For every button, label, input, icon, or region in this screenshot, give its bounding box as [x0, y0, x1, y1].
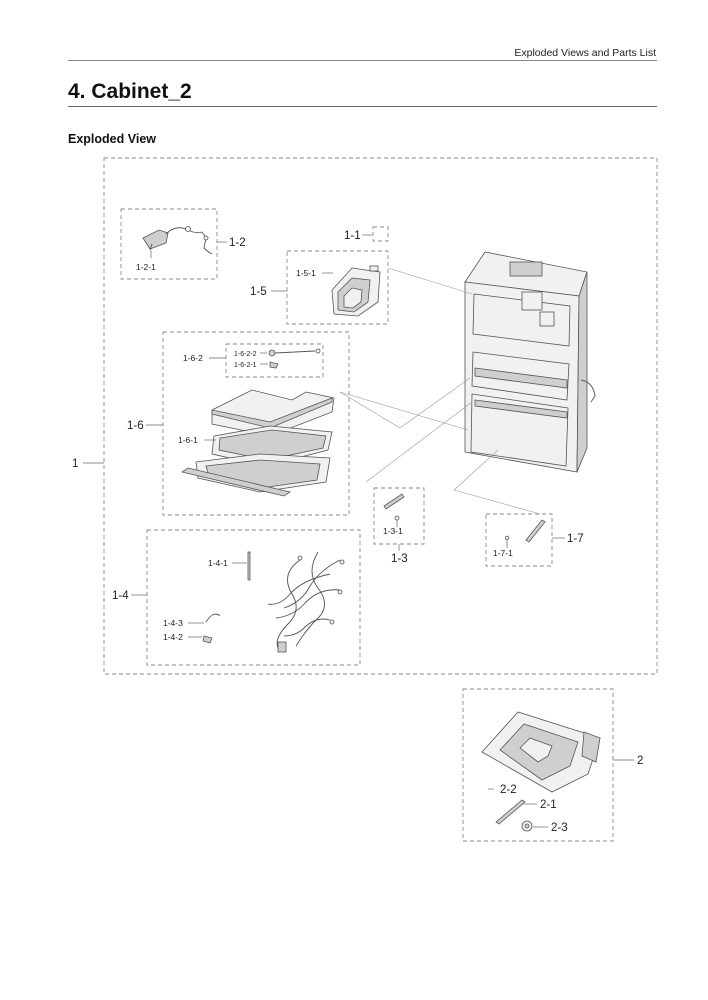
label-1-1: 1-1 — [344, 230, 361, 242]
assembly-2-box — [462, 688, 614, 842]
part-2-drawing — [481, 711, 601, 832]
label-1-5-1: 1-5-1 — [296, 268, 316, 278]
label-1: 1 — [72, 458, 78, 470]
label-1-2: 1-2 — [229, 237, 246, 249]
group-1-6-2-box — [225, 343, 324, 378]
title-divider — [68, 106, 657, 107]
assembly-1-box — [103, 157, 658, 675]
label-2: 2 — [637, 755, 643, 767]
group-1-7-box — [485, 513, 553, 567]
page-header-text: Exploded Views and Parts List — [514, 47, 656, 59]
label-1-3-1: 1-3-1 — [383, 526, 403, 536]
group-1-2-box — [120, 208, 218, 280]
group-1-4-box — [146, 529, 361, 666]
part-1-6-drawing — [181, 389, 335, 497]
label-1-2-1: 1-2-1 — [136, 262, 156, 272]
part-1-2-drawing — [142, 226, 213, 255]
group-1-3-box — [373, 487, 425, 545]
section-title: 4. Cabinet_2 — [68, 80, 192, 103]
label-2-1: 2-1 — [540, 799, 557, 811]
label-1-4-1: 1-4-1 — [208, 558, 228, 568]
part-1-1-drawing — [372, 226, 389, 242]
label-1-6: 1-6 — [127, 420, 144, 432]
label-1-6-2-2: 1-6-2-2 — [234, 351, 257, 358]
label-1-7-1: 1-7-1 — [493, 548, 513, 558]
label-1-6-2-1: 1-6-2-1 — [234, 362, 257, 369]
label-2-2: 2-2 — [500, 784, 517, 796]
part-1-3-drawing — [383, 493, 405, 521]
label-1-6-2: 1-6-2 — [183, 353, 203, 363]
connector-lines — [339, 267, 541, 515]
label-1-4-3: 1-4-3 — [163, 618, 183, 628]
part-1-4-drawing — [202, 551, 345, 653]
part-1-5-drawing — [331, 265, 381, 317]
group-1-6-box — [162, 331, 350, 516]
part-1-6-2-drawing — [268, 348, 321, 369]
label-1-4-2: 1-4-2 — [163, 632, 183, 642]
exploded-view-heading: Exploded View — [68, 132, 156, 146]
label-1-7: 1-7 — [567, 533, 584, 545]
label-1-3: 1-3 — [391, 553, 408, 565]
label-1-4: 1-4 — [112, 590, 129, 602]
group-1-5-box — [286, 250, 389, 325]
label-1-6-1: 1-6-1 — [178, 435, 198, 445]
cabinet-drawing — [464, 251, 596, 473]
label-1-5: 1-5 — [250, 286, 267, 298]
part-1-7-drawing — [504, 519, 546, 543]
label-2-3: 2-3 — [551, 822, 568, 834]
header-divider — [68, 60, 657, 61]
